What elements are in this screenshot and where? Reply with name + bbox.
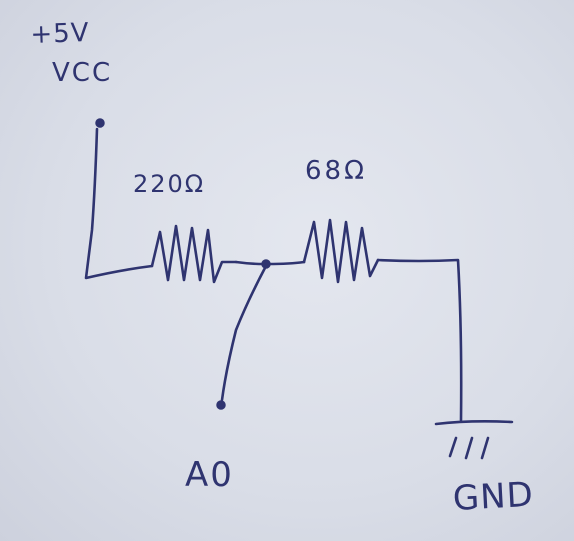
analog-wire [220, 264, 268, 402]
ground-hatch-1 [448, 436, 458, 458]
resistor-68-label: 68Ω [305, 156, 367, 186]
resistor-68 [302, 218, 380, 284]
ground-symbol [434, 420, 514, 460]
a0-terminal [216, 400, 226, 410]
vcc-terminal [95, 118, 105, 128]
junction-wire-left [234, 260, 266, 266]
ground-hatch-2 [464, 436, 474, 460]
ground-wire [376, 258, 463, 422]
ground-hatch-3 [480, 436, 490, 460]
junction-wire-right [266, 260, 306, 266]
supply-voltage-label: +5V [29, 17, 91, 50]
gnd-label: GND [451, 474, 535, 519]
a0-label: A0 [185, 455, 234, 495]
ground-bar [434, 420, 514, 426]
vcc-wire [84, 127, 154, 280]
resistor-220-label: 220Ω [133, 170, 206, 198]
resistor-220 [150, 224, 238, 284]
vcc-label: VCC [52, 58, 113, 88]
